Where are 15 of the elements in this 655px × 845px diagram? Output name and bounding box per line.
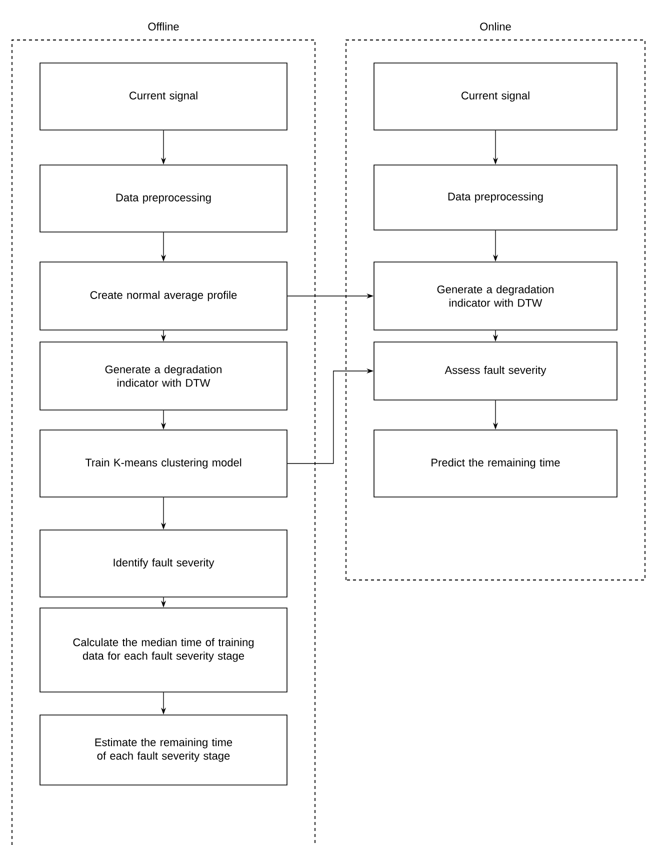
process-box: Assess fault severity	[374, 342, 618, 400]
process-box: Data preprocessing	[40, 164, 288, 232]
process-box: Generate a degradation indicator with DTW	[40, 342, 288, 410]
process-box: Identify fault severity	[40, 530, 288, 598]
process-box: Data preprocessing	[374, 164, 618, 230]
group-heading: Online	[480, 22, 511, 30]
process-box: Train K-means clustering model	[40, 430, 288, 498]
process-box: Current signal	[374, 62, 618, 130]
process-box: Generate a degradation indicator with DTW	[374, 262, 618, 330]
process-box: Estimate the remaining time of each fault severity stage	[40, 714, 288, 786]
process-box: Predict the remaining time	[374, 430, 618, 498]
process-box: Current signal	[40, 62, 288, 130]
process-box: Calculate the median time of training data for each fault severity stage	[40, 608, 288, 692]
group-heading: Offline	[148, 22, 179, 30]
process-box: Create normal average profile	[40, 262, 288, 330]
